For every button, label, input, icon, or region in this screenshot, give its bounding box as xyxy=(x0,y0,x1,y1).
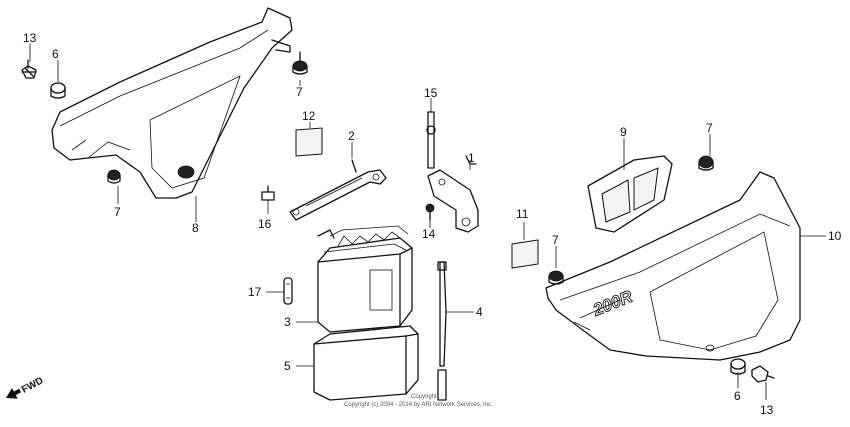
callout-9: 9 xyxy=(620,125,627,139)
vent-cover xyxy=(587,155,673,233)
callout-10: 10 xyxy=(828,229,842,243)
right-hardware xyxy=(730,358,775,383)
callout-7: 7 xyxy=(114,205,121,219)
decal-12 xyxy=(295,127,323,157)
callout-13: 13 xyxy=(760,403,774,417)
bolt-14 xyxy=(425,203,435,221)
callout-6: 6 xyxy=(52,47,59,61)
rod-15 xyxy=(426,111,436,169)
callout-16: 16 xyxy=(258,217,272,231)
right-grommets xyxy=(548,155,714,285)
callout-12: 12 xyxy=(302,109,316,123)
battery-holder xyxy=(427,155,479,233)
callout-7: 7 xyxy=(552,233,559,247)
callout-14: 14 xyxy=(422,227,436,241)
breather-tube xyxy=(437,261,447,401)
copyright-notice: Copyright Copyright (c) 2004 - 2014 by A… xyxy=(344,394,493,408)
copyright-line-1: Copyright xyxy=(411,394,437,400)
callout-7: 7 xyxy=(296,85,303,99)
callout-2: 2 xyxy=(348,129,355,143)
callout-6: 6 xyxy=(734,389,741,403)
leader-lines xyxy=(29,44,826,400)
callout-labels: 13 6 7 7 8 12 2 16 15 1 14 17 3 4 5 9 7 … xyxy=(23,31,842,417)
decal-11 xyxy=(511,239,539,269)
battery-bracket xyxy=(289,159,387,221)
fuse-17 xyxy=(283,277,293,305)
bolt-16 xyxy=(261,185,275,201)
callout-1: 1 xyxy=(468,151,475,165)
callout-11: 11 xyxy=(516,207,529,221)
battery xyxy=(317,225,413,333)
callout-15: 15 xyxy=(424,86,438,100)
cover-decal-text: 200R xyxy=(589,287,635,320)
fwd-arrow-icon xyxy=(6,388,22,399)
callout-8: 8 xyxy=(192,221,199,235)
battery-case xyxy=(313,325,419,401)
left-side-cover xyxy=(51,7,293,199)
left-hardware xyxy=(21,51,308,184)
right-side-cover: 200R xyxy=(545,171,801,361)
forward-direction-indicator: FWD xyxy=(6,375,45,399)
callout-17: 17 xyxy=(248,285,262,299)
callout-7: 7 xyxy=(706,121,713,135)
callout-5: 5 xyxy=(284,359,291,373)
callout-4: 4 xyxy=(476,305,483,319)
fwd-label: FWD xyxy=(20,375,45,395)
copyright-line-2: Copyright (c) 2004 - 2014 by ARI Network… xyxy=(344,402,493,408)
callout-13: 13 xyxy=(23,31,37,45)
callout-3: 3 xyxy=(284,315,291,329)
